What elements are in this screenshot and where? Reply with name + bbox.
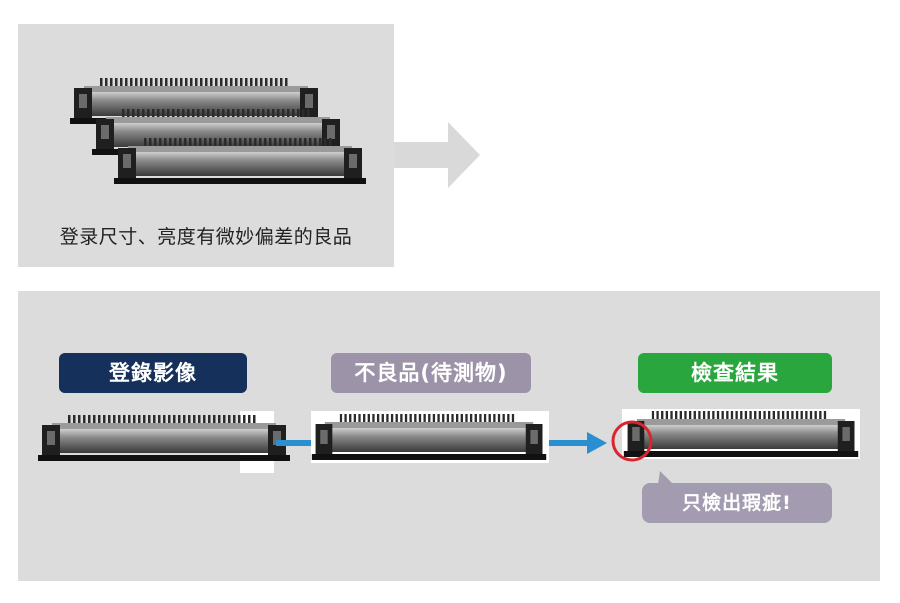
top-panel: 登录尺寸、亮度有微妙偏差的良品 xyxy=(18,24,394,267)
connector-line-2 xyxy=(549,440,589,446)
bottom-panel: 登錄影像 不良品(待測物) 檢查結果 只檢出瑕疵! xyxy=(18,291,880,581)
arrow-right-icon xyxy=(587,432,607,454)
top-caption: 登录尺寸、亮度有微妙偏差的良品 xyxy=(59,226,353,248)
defect-highlight-circle xyxy=(611,420,653,462)
flow-arrow-icon xyxy=(394,122,480,188)
registered-connector-image xyxy=(38,415,290,461)
defective-connector-image xyxy=(311,414,547,460)
registered-image-tag: 登錄影像 xyxy=(59,353,247,393)
bubble-pointer xyxy=(658,471,674,485)
result-connector-image xyxy=(623,411,859,457)
connector-line-1 xyxy=(276,440,312,446)
stacked-connector-images xyxy=(70,78,366,184)
defective-item-tag: 不良品(待測物) xyxy=(331,353,531,393)
inspection-result-tag: 檢查結果 xyxy=(638,353,832,393)
defect-only-bubble: 只檢出瑕疵! xyxy=(642,483,832,523)
